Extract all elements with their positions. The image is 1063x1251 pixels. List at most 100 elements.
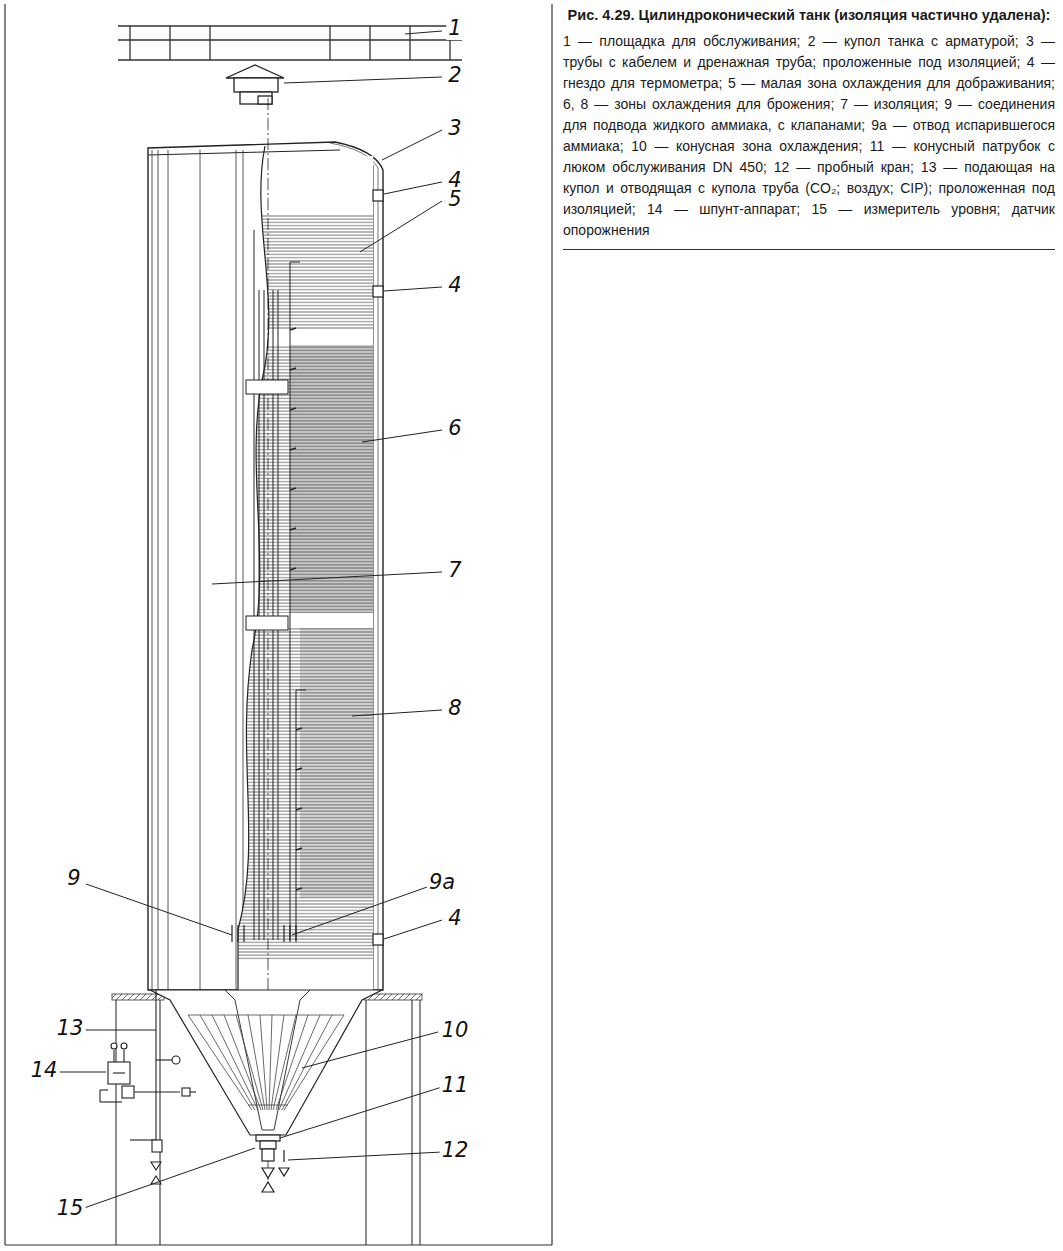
leader-lines: [212, 572, 442, 584]
callout-number: 5: [446, 187, 463, 211]
leader-lines: [352, 710, 442, 716]
cone-outlet: [256, 1135, 289, 1192]
pipe-ticks: [296, 808, 302, 810]
cone-cooling-zone: [284, 1015, 344, 1110]
insulation: [236, 150, 237, 990]
cone-cooling-zone: [260, 1015, 267, 1110]
callout-number: 15: [55, 1196, 86, 1220]
cone-outlet: [283, 1150, 284, 1162]
co2-pipe-and-bunging: [100, 1101, 122, 1102]
ammonia-connections: [283, 925, 284, 942]
ammonia-connections: [232, 925, 296, 942]
callout-number: 11: [440, 1073, 471, 1097]
co2-pipe-and-bunging: [111, 1043, 117, 1049]
pipes: [290, 262, 300, 263]
supports: [159, 1000, 160, 1245]
callout-number: 2: [446, 63, 463, 87]
pipes: [254, 230, 255, 940]
cone-outlet: [262, 1149, 274, 1161]
cone-cooling-zone: [224, 1015, 261, 1110]
pipes: [246, 380, 288, 394]
service-platform: [209, 26, 210, 60]
pipes: [290, 262, 291, 940]
cone-cooling-zone: [236, 1015, 263, 1110]
callout-number: 7: [446, 558, 463, 582]
frame: [5, 4, 552, 1245]
leader-lines: [382, 130, 442, 160]
cone: [225, 990, 310, 1130]
leader-lines: [384, 182, 442, 194]
leader-lines: [84, 1030, 156, 1031]
callout-number: 3: [446, 116, 463, 140]
cone-outlet: [279, 1168, 289, 1176]
callout-number: 1: [446, 16, 463, 40]
tank-dome: [234, 78, 278, 92]
leader-lines: [384, 920, 442, 939]
co2-pipe-and-bunging: [121, 1043, 127, 1049]
co2-pipe-and-bunging: [151, 1162, 161, 1170]
figure-title: Рис. 4.29. Цилиндроконический танк (изол…: [563, 6, 1055, 25]
leader-lines: [362, 430, 442, 442]
cone-outlet: [260, 1141, 276, 1149]
leader-lines: [384, 287, 442, 291]
leader-lines: [292, 886, 430, 935]
supports: [115, 1000, 116, 1245]
leader-lines: [302, 1032, 438, 1068]
service-platform: [369, 26, 370, 60]
cone: [150, 990, 382, 1135]
cooling-zones: [230, 156, 375, 990]
callout-number: 4: [446, 273, 463, 297]
cone-cooling-zone: [248, 1105, 288, 1106]
pipe-ticks: [290, 528, 296, 530]
service-platform: [329, 26, 330, 60]
co2-pipe-and-bunging: [134, 1091, 180, 1092]
caption-rule: [563, 249, 1055, 250]
insulation: [243, 150, 244, 990]
callout-number: 12: [440, 1138, 471, 1162]
pipes: [296, 690, 297, 940]
cone-cooling-zone: [200, 1015, 255, 1110]
pipe-ticks: [290, 408, 296, 410]
leader-lines: [405, 31, 442, 34]
leader-lines: [86, 884, 232, 935]
cone-outlet: [262, 1182, 274, 1192]
tank-dome: [226, 65, 284, 78]
pipe-ticks: [290, 328, 302, 890]
frame: [551, 4, 552, 1245]
thermometer-sockets: [373, 934, 383, 945]
tank-dome: [258, 96, 272, 104]
pipe-ticks: [296, 768, 302, 770]
callout-number: 14: [29, 1058, 60, 1082]
service-platform: [409, 26, 410, 60]
leader-lines: [58, 31, 442, 1208]
cooling-zones: [230, 156, 375, 990]
supports: [411, 1000, 412, 1245]
insulation: [152, 150, 243, 990]
callout-number: 10: [440, 1018, 471, 1042]
callout-number: 4: [446, 906, 463, 930]
co2-pipe-and-bunging: [190, 1091, 196, 1092]
cone-cooling-zone: [271, 1015, 284, 1110]
pipe-ticks: [296, 848, 302, 850]
pipe-ticks: [290, 368, 296, 370]
ammonia-connections: [231, 925, 232, 942]
co2-pipe-and-bunging: [155, 990, 156, 1140]
callout-number: 6: [446, 416, 463, 440]
pipe-ticks: [290, 448, 296, 450]
callout-number: 9: [65, 866, 82, 890]
tank-dome: [240, 92, 272, 104]
insulation: [168, 150, 169, 990]
insulation: [152, 150, 153, 990]
cone-cooling-zone: [212, 1015, 258, 1110]
co2-pipe-and-bunging: [123, 1050, 124, 1062]
frame: [4, 4, 5, 1245]
co2-pipe-and-bunging: [122, 1086, 134, 1098]
tank-shell: [148, 142, 383, 990]
leader-lines: [288, 1152, 442, 1160]
tank-shell: [148, 142, 383, 990]
cone-cooling-zone: [276, 1015, 308, 1110]
cooling-zones: [230, 345, 375, 613]
cutaway-edge: [238, 146, 269, 990]
cone-cooling-zone: [188, 1015, 344, 1016]
